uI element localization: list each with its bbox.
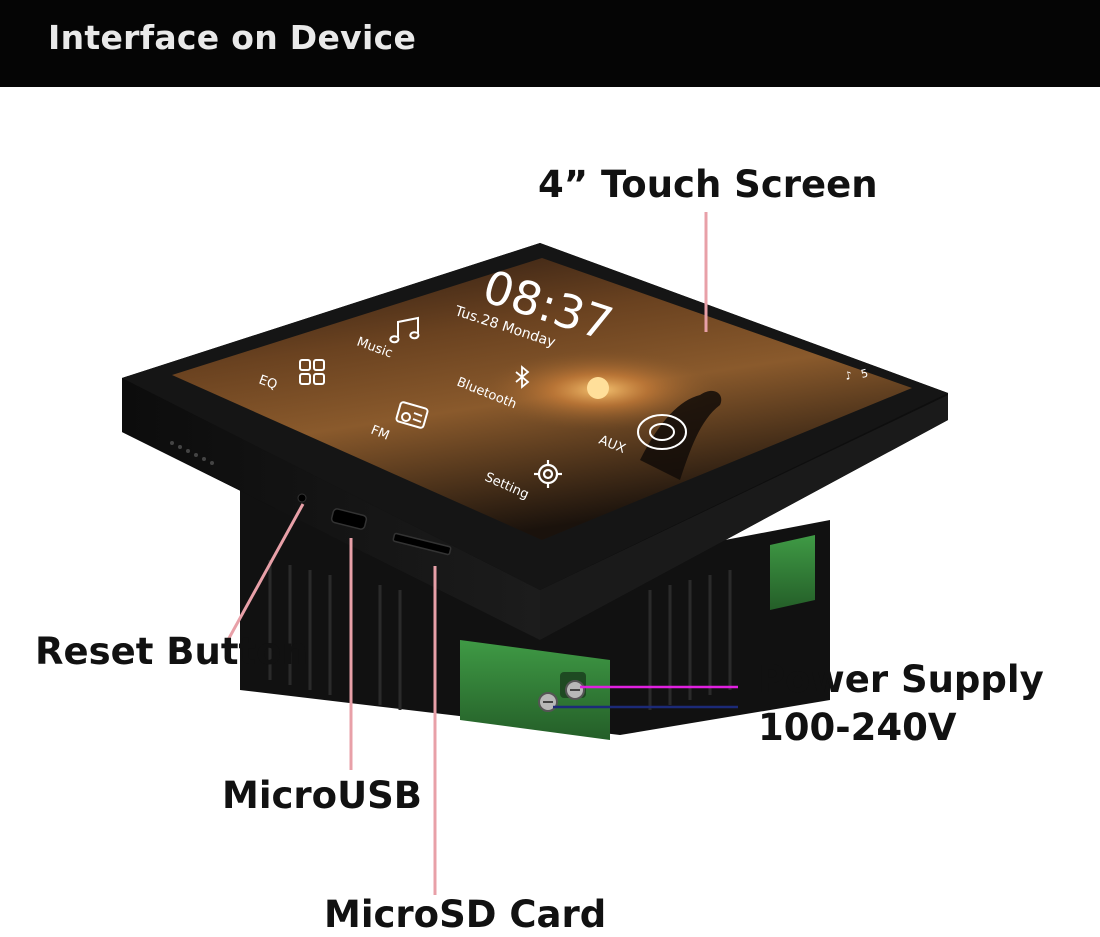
app-music[interactable]: Music (355, 316, 420, 361)
app-label-eq: EQ (257, 373, 279, 393)
app-label-fm: FM (369, 423, 392, 444)
micro-sd-slot[interactable] (392, 532, 452, 556)
callout-reset-button: Reset Button (35, 630, 308, 673)
touch-screen[interactable] (172, 258, 912, 540)
callout-micro-sd: MicroSD Card (324, 893, 607, 936)
header-banner: Interface on Device (0, 0, 1100, 87)
aux-icon (637, 414, 687, 450)
speaker-terminal-block (770, 535, 815, 610)
volume-indicator: ♪ 5 (844, 367, 870, 383)
radio-icon (395, 401, 429, 429)
music-note-icon (389, 316, 420, 344)
callout-leaders (226, 212, 708, 895)
bluetooth-icon (515, 365, 530, 389)
leader-reset (226, 503, 305, 641)
gear-icon (534, 460, 562, 488)
volume-level: 5 (860, 367, 870, 381)
eq-grid-icon (299, 359, 325, 385)
callout-touch-screen: 4” Touch Screen (538, 163, 878, 206)
reset-pinhole[interactable] (297, 493, 307, 503)
app-fm[interactable]: FM (369, 401, 429, 444)
app-eq[interactable]: EQ (257, 359, 325, 393)
callout-power-voltage: 100-240V (758, 706, 957, 749)
mic-holes (170, 441, 214, 465)
micro-usb-port[interactable] (330, 508, 368, 530)
power-terminal-block (460, 640, 610, 740)
callout-micro-usb: MicroUSB (222, 774, 422, 817)
volume-icon: ♪ (844, 369, 854, 383)
callout-power-supply: Power Supply (758, 658, 1044, 701)
banner-title: Interface on Device (48, 18, 417, 57)
